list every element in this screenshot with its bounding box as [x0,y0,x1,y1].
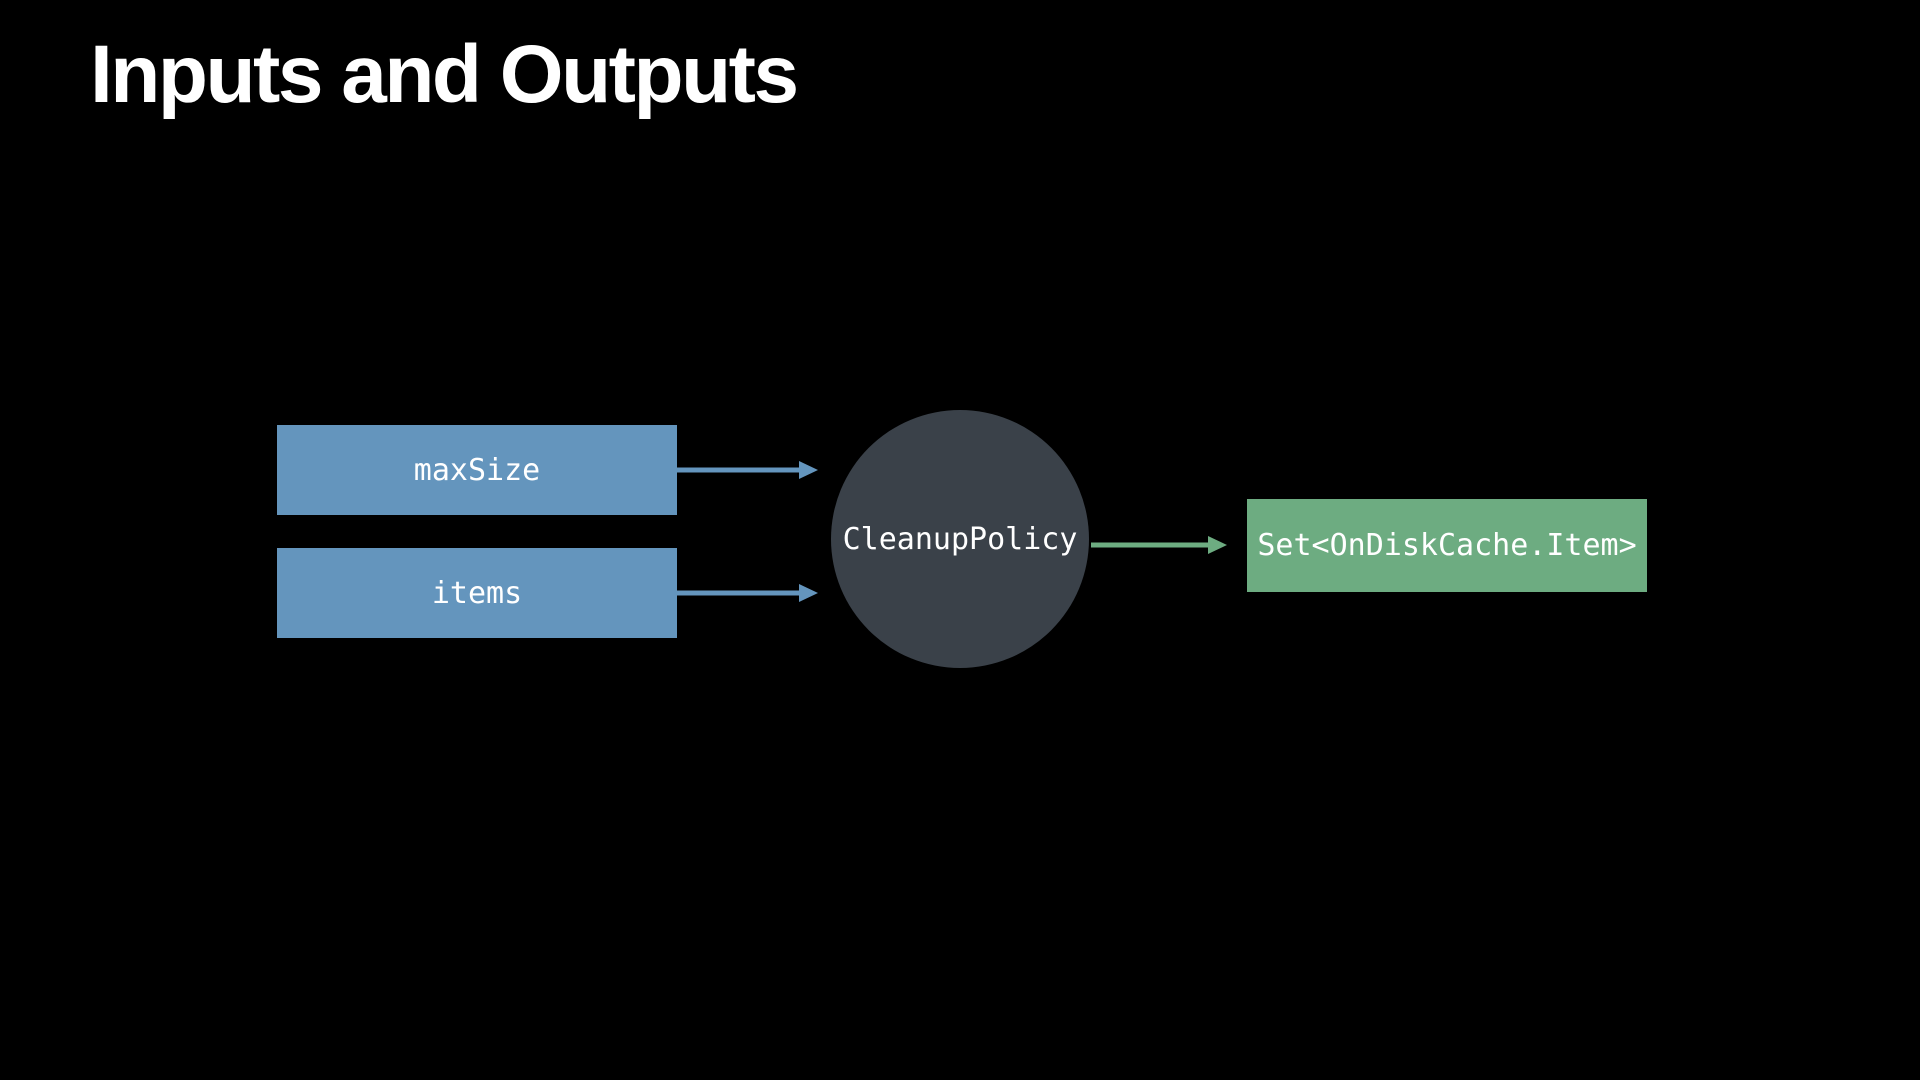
slide-title: Inputs and Outputs [90,29,799,120]
arrow-maxsize-to-cleanuppolicy-icon [677,461,818,479]
output-box-set-ondiskcache-item: Set<OnDiskCache.Item> [1247,499,1647,592]
input-box-maxsize: maxSize [277,425,677,515]
input-box-maxsize-label: maxSize [413,452,541,488]
process-circle-cleanuppolicy: CleanupPolicy [831,410,1089,668]
output-box-label: Set<OnDiskCache.Item> [1257,528,1637,563]
process-circle-label: CleanupPolicy [842,521,1078,557]
arrow-items-to-cleanuppolicy-icon [677,584,818,602]
input-box-items: items [277,548,677,638]
arrow-cleanuppolicy-to-output-icon [1091,536,1227,554]
input-box-items-label: items [431,575,523,611]
